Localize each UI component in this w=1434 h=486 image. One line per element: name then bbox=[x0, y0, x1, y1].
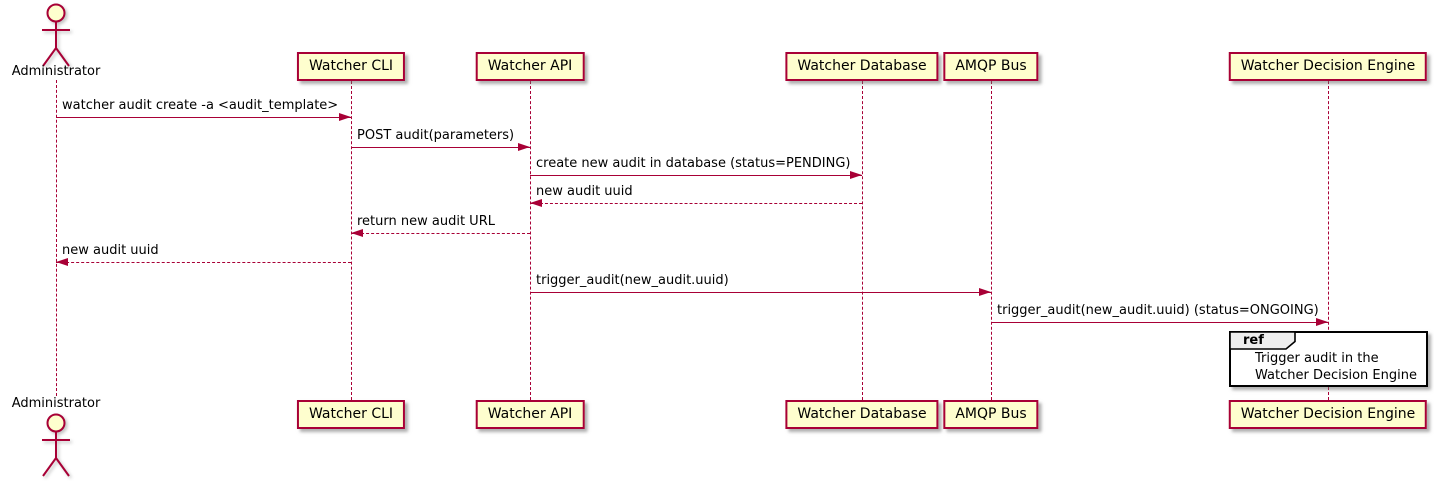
message-label: watcher audit create -a <audit_template> bbox=[62, 98, 339, 113]
lifeline-administrator bbox=[56, 80, 57, 396]
lifeline-amqp-bus bbox=[991, 81, 992, 400]
lifeline-watcher-decision-engine bbox=[1328, 81, 1329, 400]
participant-bottom-watcher-api: Watcher API bbox=[475, 400, 585, 429]
message-arrowhead bbox=[351, 229, 363, 237]
lifeline-watcher-api bbox=[530, 81, 531, 400]
participant-top-amqp-bus: AMQP Bus bbox=[943, 52, 1039, 81]
ref-keyword: ref bbox=[1243, 333, 1264, 348]
message-label: trigger_audit(new_audit.uuid) (status=ON… bbox=[997, 303, 1319, 318]
ref-tab-shape bbox=[1229, 331, 1296, 350]
message-line bbox=[991, 322, 1328, 323]
actor-icon-administrator bbox=[42, 413, 70, 477]
message-label: new audit uuid bbox=[62, 243, 159, 258]
message-label: POST audit(parameters) bbox=[357, 128, 515, 143]
participant-top-watcher-decision-engine: Watcher Decision Engine bbox=[1228, 52, 1428, 81]
message-line bbox=[351, 147, 530, 148]
participant-top-watcher-cli: Watcher CLI bbox=[296, 52, 406, 81]
message-line bbox=[351, 233, 530, 234]
participant-top-watcher-api: Watcher API bbox=[475, 52, 585, 81]
message-arrowhead bbox=[518, 143, 530, 151]
message-arrowhead bbox=[1316, 318, 1328, 326]
participant-bottom-amqp-bus: AMQP Bus bbox=[943, 400, 1039, 429]
message-line bbox=[56, 262, 351, 263]
message-arrowhead bbox=[530, 199, 542, 207]
message-line bbox=[530, 175, 862, 176]
participant-bottom-watcher-cli: Watcher CLI bbox=[296, 400, 406, 429]
message-label: create new audit in database (status=PEN… bbox=[536, 156, 851, 171]
message-arrowhead bbox=[979, 288, 991, 296]
participant-bottom-watcher-decision-engine: Watcher Decision Engine bbox=[1228, 400, 1428, 429]
actor-icon-administrator bbox=[42, 3, 70, 67]
message-arrowhead bbox=[850, 171, 862, 179]
ref-fragment: ref Trigger audit in the Watcher Decisio… bbox=[1229, 331, 1428, 387]
lifeline-watcher-cli bbox=[351, 81, 352, 400]
message-label: trigger_audit(new_audit.uuid) bbox=[536, 273, 729, 288]
participant-top-watcher-database: Watcher Database bbox=[785, 52, 939, 81]
ref-text-line: Trigger audit in the bbox=[1255, 351, 1379, 366]
message-arrowhead bbox=[339, 113, 351, 121]
ref-text-line: Watcher Decision Engine bbox=[1255, 368, 1417, 383]
message-line bbox=[530, 292, 991, 293]
lifeline-watcher-database bbox=[862, 81, 863, 400]
message-line bbox=[56, 117, 351, 118]
participant-bottom-watcher-database: Watcher Database bbox=[785, 400, 939, 429]
message-label: return new audit URL bbox=[357, 214, 495, 229]
message-label: new audit uuid bbox=[536, 184, 633, 199]
message-line bbox=[530, 203, 862, 204]
message-arrowhead bbox=[56, 258, 68, 266]
participant-top-label-administrator: Administrator bbox=[11, 64, 101, 79]
participant-bottom-label-administrator: Administrator bbox=[11, 396, 101, 411]
